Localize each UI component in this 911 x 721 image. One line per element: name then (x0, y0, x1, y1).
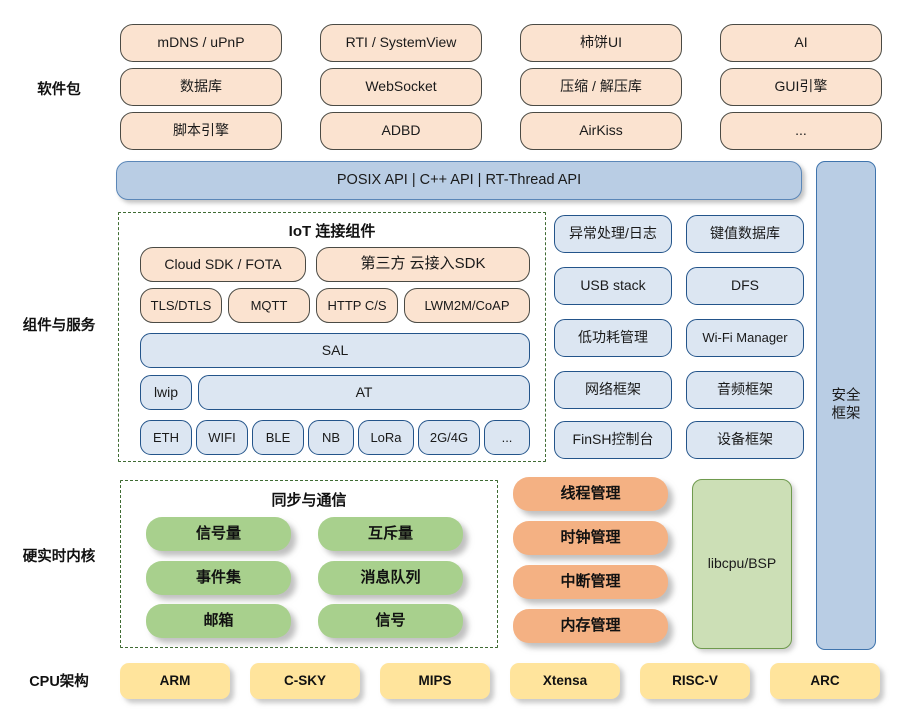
package-box[interactable]: 数据库 (120, 68, 282, 106)
kernel-manager-box[interactable]: 时钟管理 (513, 521, 668, 555)
component-box[interactable]: 异常处理/日志 (554, 215, 672, 253)
kernel-manager-box[interactable]: 内存管理 (513, 609, 668, 643)
row-label-components-services: 组件与服务 (22, 318, 96, 334)
kernel-group-title: 同步与通信 (271, 492, 347, 509)
component-box[interactable]: Wi-Fi Manager (686, 319, 804, 357)
component-box[interactable]: 音频框架 (686, 371, 804, 409)
component-box[interactable]: FinSH控制台 (554, 421, 672, 459)
iot-box[interactable]: 第三方 云接入SDK (316, 247, 530, 282)
cpu-arch-box[interactable]: ARC (770, 663, 880, 699)
iot-box[interactable]: TLS/DTLS (140, 288, 222, 323)
package-box[interactable]: 压缩 / 解压库 (520, 68, 682, 106)
package-box[interactable]: AirKiss (520, 112, 682, 150)
cpu-arch-box[interactable]: MIPS (380, 663, 490, 699)
package-box[interactable]: mDNS / uPnP (120, 24, 282, 62)
api-bar[interactable]: POSIX API | C++ API | RT-Thread API (116, 161, 802, 200)
link-box[interactable]: ... (484, 420, 530, 455)
kernel-ipc-box[interactable]: 事件集 (146, 561, 291, 595)
kernel-manager-box[interactable]: 线程管理 (513, 477, 668, 511)
iot-group-title: IoT 连接组件 (288, 223, 376, 240)
iot-box[interactable]: Cloud SDK / FOTA (140, 247, 306, 282)
package-box[interactable]: WebSocket (320, 68, 482, 106)
kernel-group-frame (120, 480, 498, 648)
cpu-arch-box[interactable]: ARM (120, 663, 230, 699)
package-box[interactable]: AI (720, 24, 882, 62)
kernel-ipc-box[interactable]: 邮箱 (146, 604, 291, 638)
link-box[interactable]: BLE (252, 420, 304, 455)
link-box[interactable]: ETH (140, 420, 192, 455)
row-label-hard-realtime-kernel: 硬实时内核 (22, 549, 96, 565)
cpu-arch-box[interactable]: RISC-V (640, 663, 750, 699)
link-box[interactable]: LoRa (358, 420, 414, 455)
component-box[interactable]: 键值数据库 (686, 215, 804, 253)
iot-group-frame (118, 212, 546, 462)
package-box[interactable]: RTI / SystemView (320, 24, 482, 62)
package-box[interactable]: 脚本引擎 (120, 112, 282, 150)
security-framework-box[interactable]: 安全 框架 (816, 161, 876, 650)
package-box[interactable]: ... (720, 112, 882, 150)
link-box[interactable]: WIFI (196, 420, 248, 455)
row-label-software-packages: 软件包 (37, 82, 81, 98)
kernel-manager-box[interactable]: 中断管理 (513, 565, 668, 599)
package-box[interactable]: GUI引擎 (720, 68, 882, 106)
component-box[interactable]: 网络框架 (554, 371, 672, 409)
iot-box[interactable]: MQTT (228, 288, 310, 323)
package-box[interactable]: 柿饼UI (520, 24, 682, 62)
link-box[interactable]: 2G/4G (418, 420, 480, 455)
lwip-box[interactable]: lwip (140, 375, 192, 410)
iot-box[interactable]: LWM2M/CoAP (404, 288, 530, 323)
link-box[interactable]: NB (308, 420, 354, 455)
cpu-arch-box[interactable]: C-SKY (250, 663, 360, 699)
row-label-cpu-architecture: CPU架构 (29, 674, 89, 690)
component-box[interactable]: 设备框架 (686, 421, 804, 459)
kernel-ipc-box[interactable]: 信号 (318, 604, 463, 638)
package-box[interactable]: ADBD (320, 112, 482, 150)
sal-box[interactable]: SAL (140, 333, 530, 368)
component-box[interactable]: 低功耗管理 (554, 319, 672, 357)
iot-box[interactable]: HTTP C/S (316, 288, 398, 323)
cpu-arch-box[interactable]: Xtensa (510, 663, 620, 699)
kernel-ipc-box[interactable]: 消息队列 (318, 561, 463, 595)
component-box[interactable]: USB stack (554, 267, 672, 305)
kernel-ipc-box[interactable]: 信号量 (146, 517, 291, 551)
libcpu-bsp-box[interactable]: libcpu/BSP (692, 479, 792, 649)
at-box[interactable]: AT (198, 375, 530, 410)
component-box[interactable]: DFS (686, 267, 804, 305)
kernel-ipc-box[interactable]: 互斥量 (318, 517, 463, 551)
